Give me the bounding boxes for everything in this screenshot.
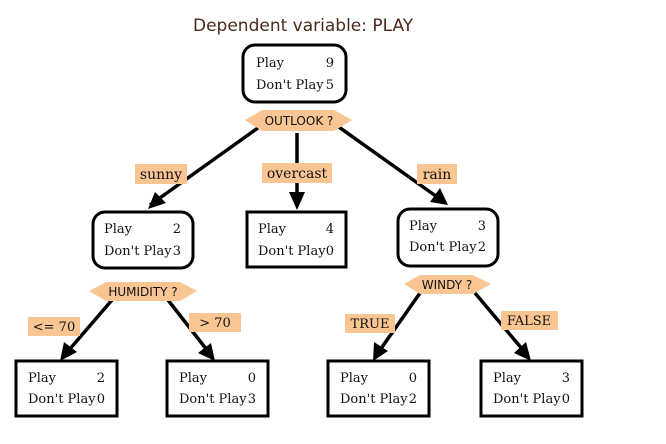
windy-decision: WINDY ? [404, 275, 491, 294]
edge-label-true: TRUE [345, 314, 395, 333]
leaf-le70-play-label: Play [28, 371, 57, 386]
leaf-gt70-box [165, 359, 270, 418]
leaf-false-play-label: Play [493, 371, 522, 386]
edge-label-rain: rain [417, 164, 457, 184]
leaf-le70-node: Play 2 Don't Play 0 [14, 359, 119, 418]
leaf-gt70-node: Play 0 Don't Play 3 [165, 359, 270, 418]
leaf-gt70-dontplay-label: Don't Play [179, 392, 247, 407]
leaf-true-play-label: Play [340, 371, 369, 386]
overcast-play-label: Play [258, 222, 287, 237]
edge-arrow-sunny [148, 192, 166, 209]
sunny-node: Play 2 Don't Play 3 [91, 210, 195, 270]
edge-arrow-le70 [60, 342, 77, 361]
diagram-title: Dependent variable: PLAY [193, 16, 414, 36]
leaf-gt70-play-label: Play [179, 371, 208, 386]
leaf-gt70-play-value: 0 [248, 371, 256, 386]
root-dontplay-value: 5 [326, 78, 334, 93]
overcast-dontplay-label: Don't Play [258, 244, 326, 259]
humidity-decision: HUMIDITY ? [89, 282, 197, 301]
leaf-false-play-value: 3 [562, 371, 570, 386]
edge-arrow-true [373, 342, 388, 361]
edge-label-overcast: overcast [262, 163, 332, 183]
rain-node: Play 3 Don't Play 2 [396, 207, 500, 268]
leaf-false-dontplay-label: Don't Play [493, 392, 561, 407]
sunny-dontplay-value: 3 [173, 244, 181, 259]
edge-line-rain [334, 123, 442, 201]
overcast-node: Play 4 Don't Play 0 [245, 210, 348, 269]
edge-line-gt70 [166, 298, 209, 352]
edge-label-false-text: FALSE [507, 314, 551, 329]
edge-arrow-gt70 [198, 343, 215, 361]
outlook-question-label: OUTLOOK ? [265, 114, 334, 128]
edge-label-false: FALSE [501, 311, 558, 330]
edge-label-overcast-text: overcast [267, 166, 328, 182]
rain-dontplay-value: 2 [478, 240, 486, 255]
edge-label-le70: <= 70 [28, 317, 80, 336]
edge-label-sunny: sunny [135, 164, 187, 184]
edge-line-true [378, 291, 422, 352]
leaf-true-dontplay-label: Don't Play [340, 392, 408, 407]
humidity-diamond [89, 282, 197, 301]
sunny-play-label: Play [104, 222, 133, 237]
leaf-true-dontplay-value: 2 [409, 392, 417, 407]
leaf-false-box [479, 359, 584, 418]
edge-line-le70 [67, 298, 114, 352]
leaf-le70-dontplay-value: 0 [97, 392, 105, 407]
sunny-node-box [91, 210, 195, 270]
edge-label-le70-bg [28, 317, 80, 336]
edge-label-sunny-bg [135, 164, 187, 184]
leaf-true-node: Play 0 Don't Play 2 [326, 359, 431, 418]
edge-line-false [473, 291, 525, 352]
rain-dontplay-label: Don't Play [409, 240, 477, 255]
root-node-box [241, 43, 348, 104]
leaf-true-box [326, 359, 431, 418]
leaf-le70-play-value: 2 [97, 371, 105, 386]
leaf-le70-box [14, 359, 119, 418]
edge-label-true-text: TRUE [351, 317, 390, 332]
leaf-false-node: Play 3 Don't Play 0 [479, 359, 584, 418]
rain-play-value: 3 [478, 219, 486, 234]
edges [60, 123, 531, 361]
outlook-decision: OUTLOOK ? [245, 110, 352, 131]
humidity-question-label: HUMIDITY ? [108, 285, 177, 299]
overcast-dontplay-value: 0 [326, 244, 334, 259]
edge-arrow-rain [430, 188, 448, 205]
root-play-label: Play [256, 56, 285, 71]
edge-line-sunny [148, 123, 264, 207]
windy-question-label: WINDY ? [422, 278, 472, 292]
edge-label-rain-text: rain [423, 167, 452, 183]
leaf-le70-dontplay-label: Don't Play [28, 392, 96, 407]
edge-label-gt70-bg [189, 313, 241, 332]
root-dontplay-label: Don't Play [256, 78, 324, 93]
leaf-true-play-value: 0 [409, 371, 417, 386]
edge-label-gt70-text: > 70 [199, 316, 231, 331]
edge-label-rain-bg [417, 164, 457, 184]
edge-arrow-overcast [289, 192, 305, 210]
rain-play-label: Play [409, 219, 438, 234]
root-node: Play 9 Don't Play 5 [241, 43, 348, 104]
outlook-diamond [245, 110, 352, 131]
overcast-play-value: 4 [326, 222, 334, 237]
edge-label-le70-text: <= 70 [33, 320, 75, 335]
rain-node-box [396, 207, 500, 268]
root-play-value: 9 [326, 56, 334, 71]
edge-label-gt70: > 70 [189, 313, 241, 332]
windy-diamond [404, 275, 491, 294]
leaf-gt70-dontplay-value: 3 [248, 392, 256, 407]
overcast-node-box [245, 210, 348, 269]
sunny-dontplay-label: Don't Play [104, 244, 172, 259]
sunny-play-value: 2 [173, 222, 181, 237]
edge-label-false-bg [501, 311, 558, 330]
edge-label-overcast-bg [262, 163, 332, 183]
edge-arrow-false [514, 342, 531, 361]
leaf-false-dontplay-value: 0 [562, 392, 570, 407]
edge-label-true-bg [345, 314, 395, 333]
edge-label-sunny-text: sunny [140, 167, 182, 183]
